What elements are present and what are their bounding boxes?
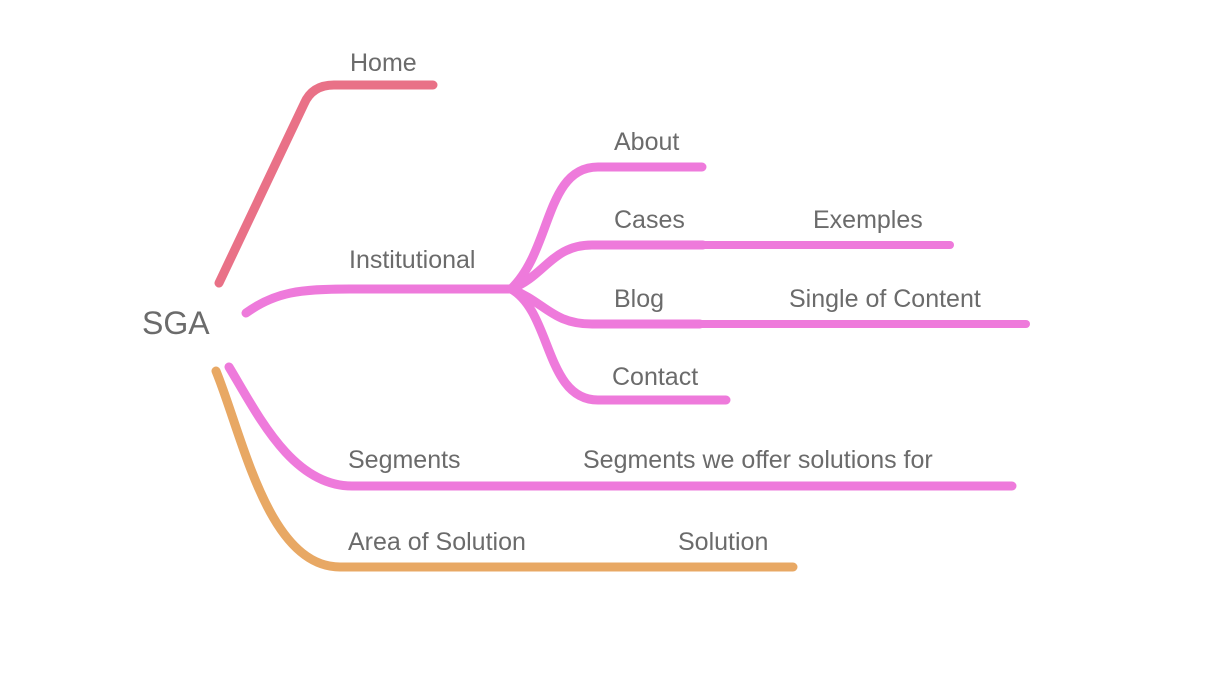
branch-line-home[interactable] xyxy=(214,80,438,288)
node-label-exemples[interactable]: Exemples xyxy=(813,206,923,234)
node-label-blog[interactable]: Blog xyxy=(614,285,665,313)
root-node-label[interactable]: SGA xyxy=(142,305,210,341)
node-label-area-of-solution[interactable]: Area of Solution xyxy=(348,528,526,556)
node-label-segments[interactable]: Segments xyxy=(348,446,461,474)
node-label-solution[interactable]: Solution xyxy=(678,528,769,556)
branch-line-segments[interactable] xyxy=(224,362,565,491)
node-label-contact[interactable]: Contact xyxy=(612,363,699,391)
node-label-home[interactable]: Home xyxy=(350,49,417,77)
branch-line-cases[interactable] xyxy=(506,240,708,294)
node-label-institutional[interactable]: Institutional xyxy=(349,246,476,274)
branch-line-area-of-solution[interactable] xyxy=(211,366,575,572)
node-label-single-of-content[interactable]: Single of Content xyxy=(789,285,981,313)
node-label-segments-we-offer[interactable]: Segments we offer solutions for xyxy=(583,446,933,474)
branch-line-about[interactable] xyxy=(506,162,707,294)
node-label-about[interactable]: About xyxy=(614,128,680,156)
node-label-cases[interactable]: Cases xyxy=(614,206,685,234)
branch-line-institutional[interactable] xyxy=(241,284,516,318)
branch-line-contact[interactable] xyxy=(506,284,731,405)
